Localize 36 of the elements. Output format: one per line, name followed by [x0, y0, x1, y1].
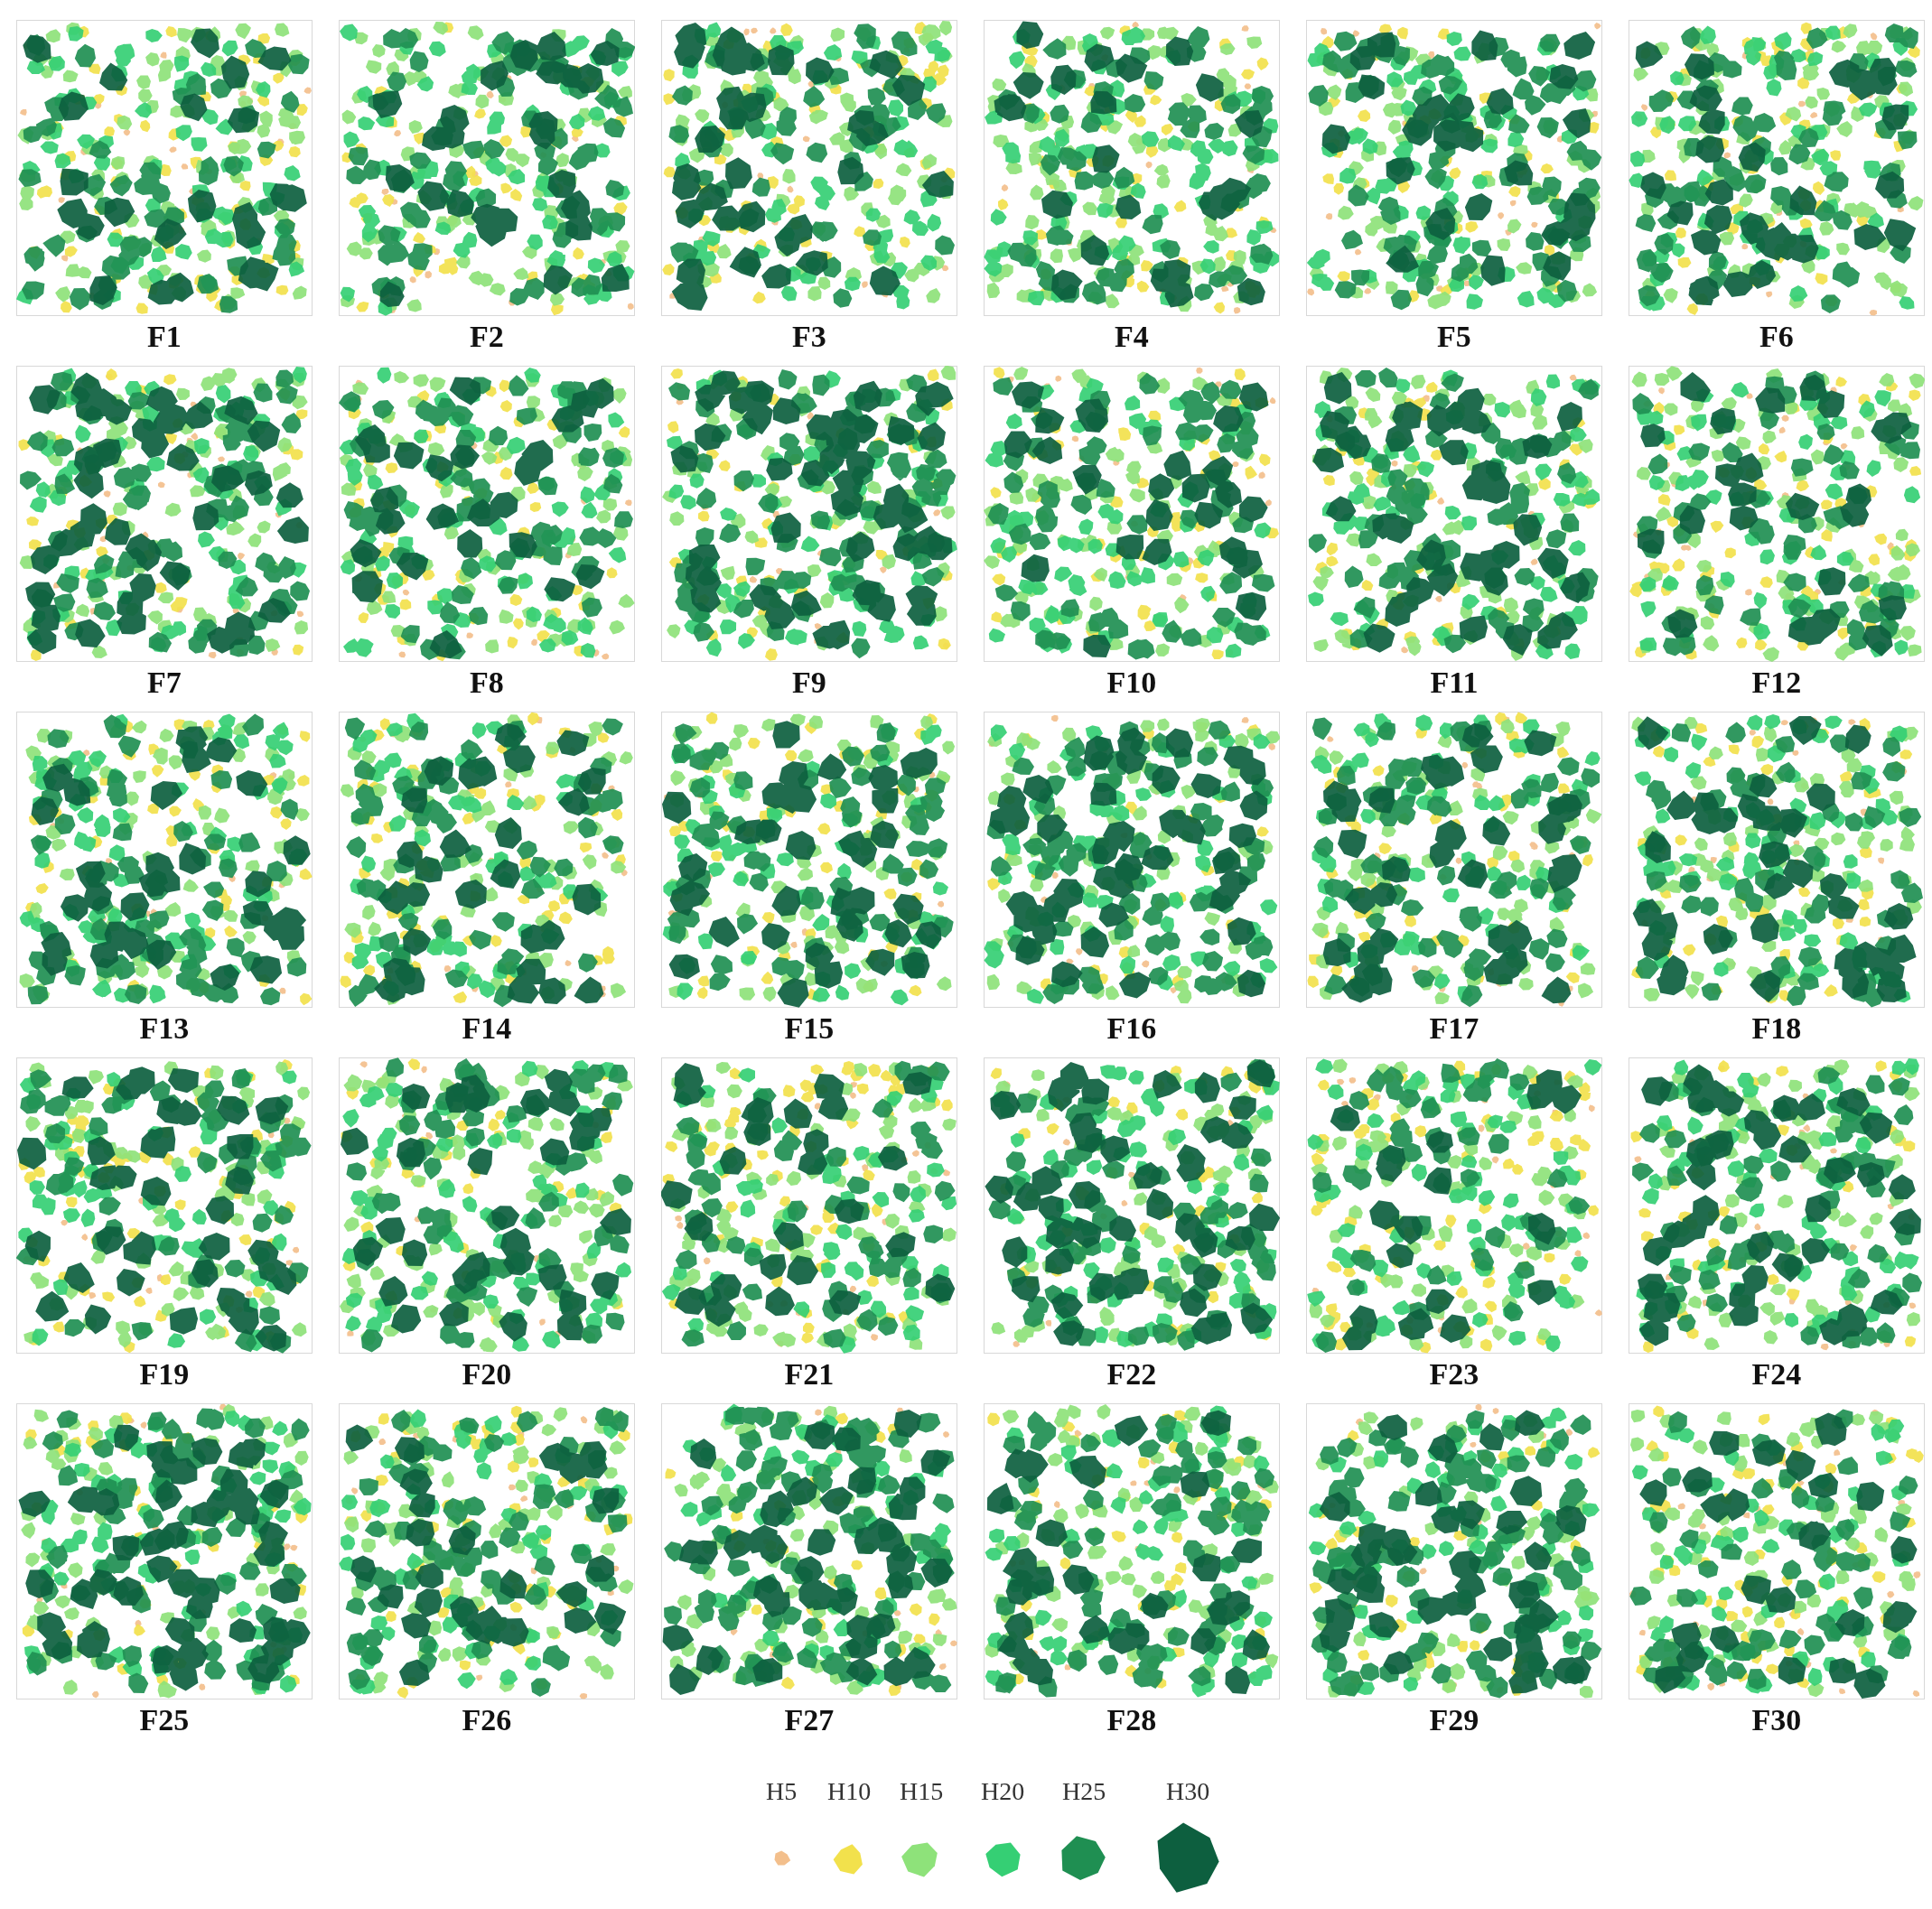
- panel-label: F9: [792, 666, 826, 700]
- panel-label: F1: [147, 320, 182, 354]
- legend-label: H5: [766, 1777, 798, 1806]
- panel-label: F27: [784, 1703, 835, 1737]
- panel-label: F15: [784, 1011, 835, 1046]
- panel-label: F8: [470, 666, 504, 700]
- panel-label: F30: [1751, 1703, 1802, 1737]
- panel-label: F28: [1106, 1703, 1157, 1737]
- panel-label: F24: [1751, 1357, 1802, 1392]
- panel-label: F12: [1751, 666, 1802, 700]
- panel-label: F3: [792, 320, 826, 354]
- panel-label: F10: [1106, 666, 1157, 700]
- legend-label: H20: [981, 1777, 1025, 1806]
- panel-label: F7: [147, 666, 182, 700]
- panel-label: F20: [462, 1357, 512, 1392]
- panel-label: F25: [139, 1703, 190, 1737]
- panel-label: F14: [462, 1011, 512, 1046]
- panel-label: F4: [1115, 320, 1149, 354]
- panel-label: F22: [1106, 1357, 1157, 1392]
- panel-label: F16: [1106, 1011, 1157, 1046]
- panel-label: F29: [1429, 1703, 1479, 1737]
- legend-label: H30: [1166, 1777, 1210, 1806]
- panel-label: F11: [1430, 666, 1479, 700]
- panel-label: F6: [1759, 320, 1794, 354]
- panel-label: F18: [1751, 1011, 1802, 1046]
- panel-label: F23: [1429, 1357, 1479, 1392]
- panel-label: F5: [1437, 320, 1471, 354]
- panel-label: F13: [139, 1011, 190, 1046]
- panel-label: F17: [1429, 1011, 1479, 1046]
- panel-label: F2: [470, 320, 504, 354]
- panel-label: F26: [462, 1703, 512, 1737]
- panel-label: F19: [139, 1357, 190, 1392]
- legend-label: H10: [827, 1777, 872, 1806]
- legend-label: H25: [1062, 1777, 1106, 1806]
- legend-label: H15: [900, 1777, 944, 1806]
- panel-label: F21: [784, 1357, 835, 1392]
